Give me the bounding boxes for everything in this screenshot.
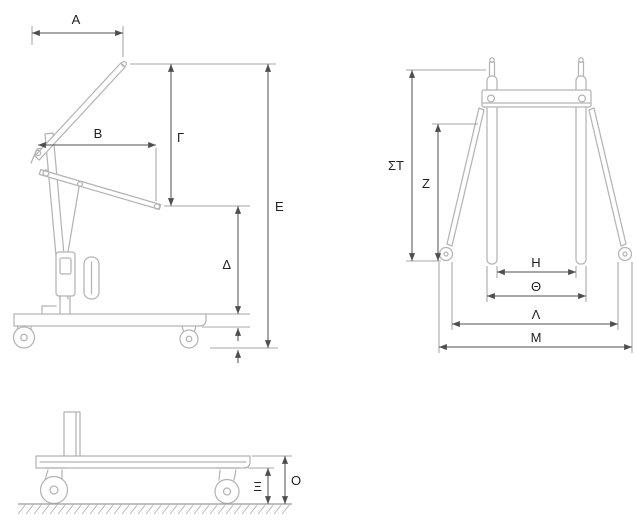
left-caster	[39, 467, 69, 505]
dim-zeta: Z	[422, 124, 442, 261]
crossbar	[481, 89, 592, 108]
dim-label-epsilon: E	[275, 199, 284, 214]
lower-arm	[38, 168, 162, 211]
dim-lambda: Λ	[452, 307, 618, 328]
side-view-dimensions: A B Γ E Δ	[31, 12, 284, 363]
dim-eta: H	[497, 255, 576, 276]
side-extension-lines	[31, 26, 278, 349]
dim-label-eta: H	[531, 255, 540, 270]
right-caster	[214, 467, 241, 505]
front-caster	[12, 325, 36, 349]
dim-label-zeta: Z	[422, 176, 430, 191]
dim-epsilon: E	[264, 64, 284, 348]
dim-label-gamma: Γ	[177, 130, 184, 145]
dim-delta: Δ	[222, 206, 242, 314]
ground-hatching	[17, 503, 291, 515]
dim-label-delta: Δ	[222, 257, 231, 272]
dim-gamma: Γ	[167, 64, 184, 206]
dim-label-omicron: O	[291, 473, 301, 488]
dim-xi: Ξ	[254, 468, 272, 504]
dim-mu: M	[439, 330, 632, 351]
dim-theta: Θ	[487, 279, 586, 300]
dim-b: B	[38, 126, 156, 149]
rear-caster	[179, 325, 199, 349]
dim-label-sigma-tau: ΣΤ	[388, 158, 404, 173]
dim-sigma-tau: ΣΤ	[388, 70, 416, 261]
mast-stub	[63, 411, 81, 457]
base-view: Ξ O	[17, 411, 301, 515]
actuator-unit	[55, 186, 100, 300]
dim-omicron: O	[281, 456, 301, 504]
dim-label-a: A	[72, 12, 81, 27]
dim-label-theta: Θ	[531, 279, 541, 294]
dim-a: A	[32, 12, 123, 37]
base-bar	[35, 455, 251, 469]
leg-casters	[438, 246, 633, 262]
dim-label-lambda: Λ	[532, 307, 541, 322]
base-frame	[13, 295, 207, 327]
front-view-dimensions: ΣΤ Z H Θ Λ M	[388, 69, 633, 353]
front-extension-lines	[406, 69, 633, 353]
front-view: ΣΤ Z H Θ Λ M	[388, 57, 633, 353]
ground	[17, 503, 292, 515]
boom-arm	[34, 60, 128, 161]
dim-label-mu: M	[531, 330, 542, 345]
mast-columns	[486, 57, 587, 265]
side-view: A B Γ E Δ	[12, 12, 284, 363]
dim-label-b: B	[94, 126, 103, 141]
dim-label-xi: Ξ	[254, 479, 262, 494]
base-view-dimensions: Ξ O	[248, 455, 301, 504]
splayed-legs	[446, 107, 627, 247]
